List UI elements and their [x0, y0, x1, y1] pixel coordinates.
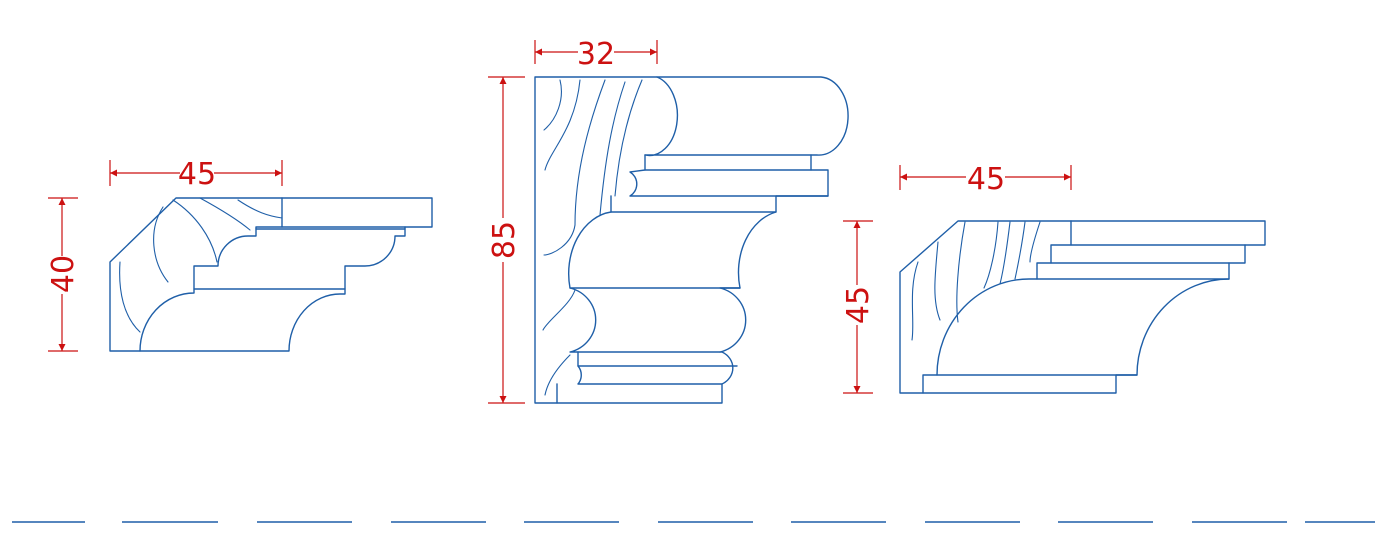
molding-1-profile [109, 197, 433, 352]
molding-3-width-label: 45 [967, 162, 1005, 197]
molding-2-profile [534, 76, 849, 404]
molding-2-dim-width: 32 [534, 37, 658, 72]
molding-3-dim-height: 45 [841, 220, 876, 394]
molding-1-width-label: 45 [178, 157, 216, 192]
molding-3-profile [899, 220, 1266, 394]
molding-1-height-label: 40 [46, 255, 81, 293]
molding-3: 45 45 [841, 162, 1266, 394]
molding-3-dim-width: 45 [899, 162, 1072, 197]
molding-2: 32 85 [487, 37, 849, 404]
molding-2-width-label: 32 [577, 37, 615, 72]
molding-2-dim-height: 85 [487, 76, 525, 404]
molding-3-grain [911, 221, 1041, 341]
molding-2-height-label: 85 [487, 221, 522, 259]
molding-1: 45 40 [46, 157, 433, 352]
molding-2-grain [542, 79, 643, 396]
molding-3-height-label: 45 [841, 286, 876, 324]
molding-1-dim-width: 45 [109, 157, 283, 192]
molding-1-grain [119, 197, 283, 333]
molding-1-dim-height: 40 [46, 197, 81, 352]
